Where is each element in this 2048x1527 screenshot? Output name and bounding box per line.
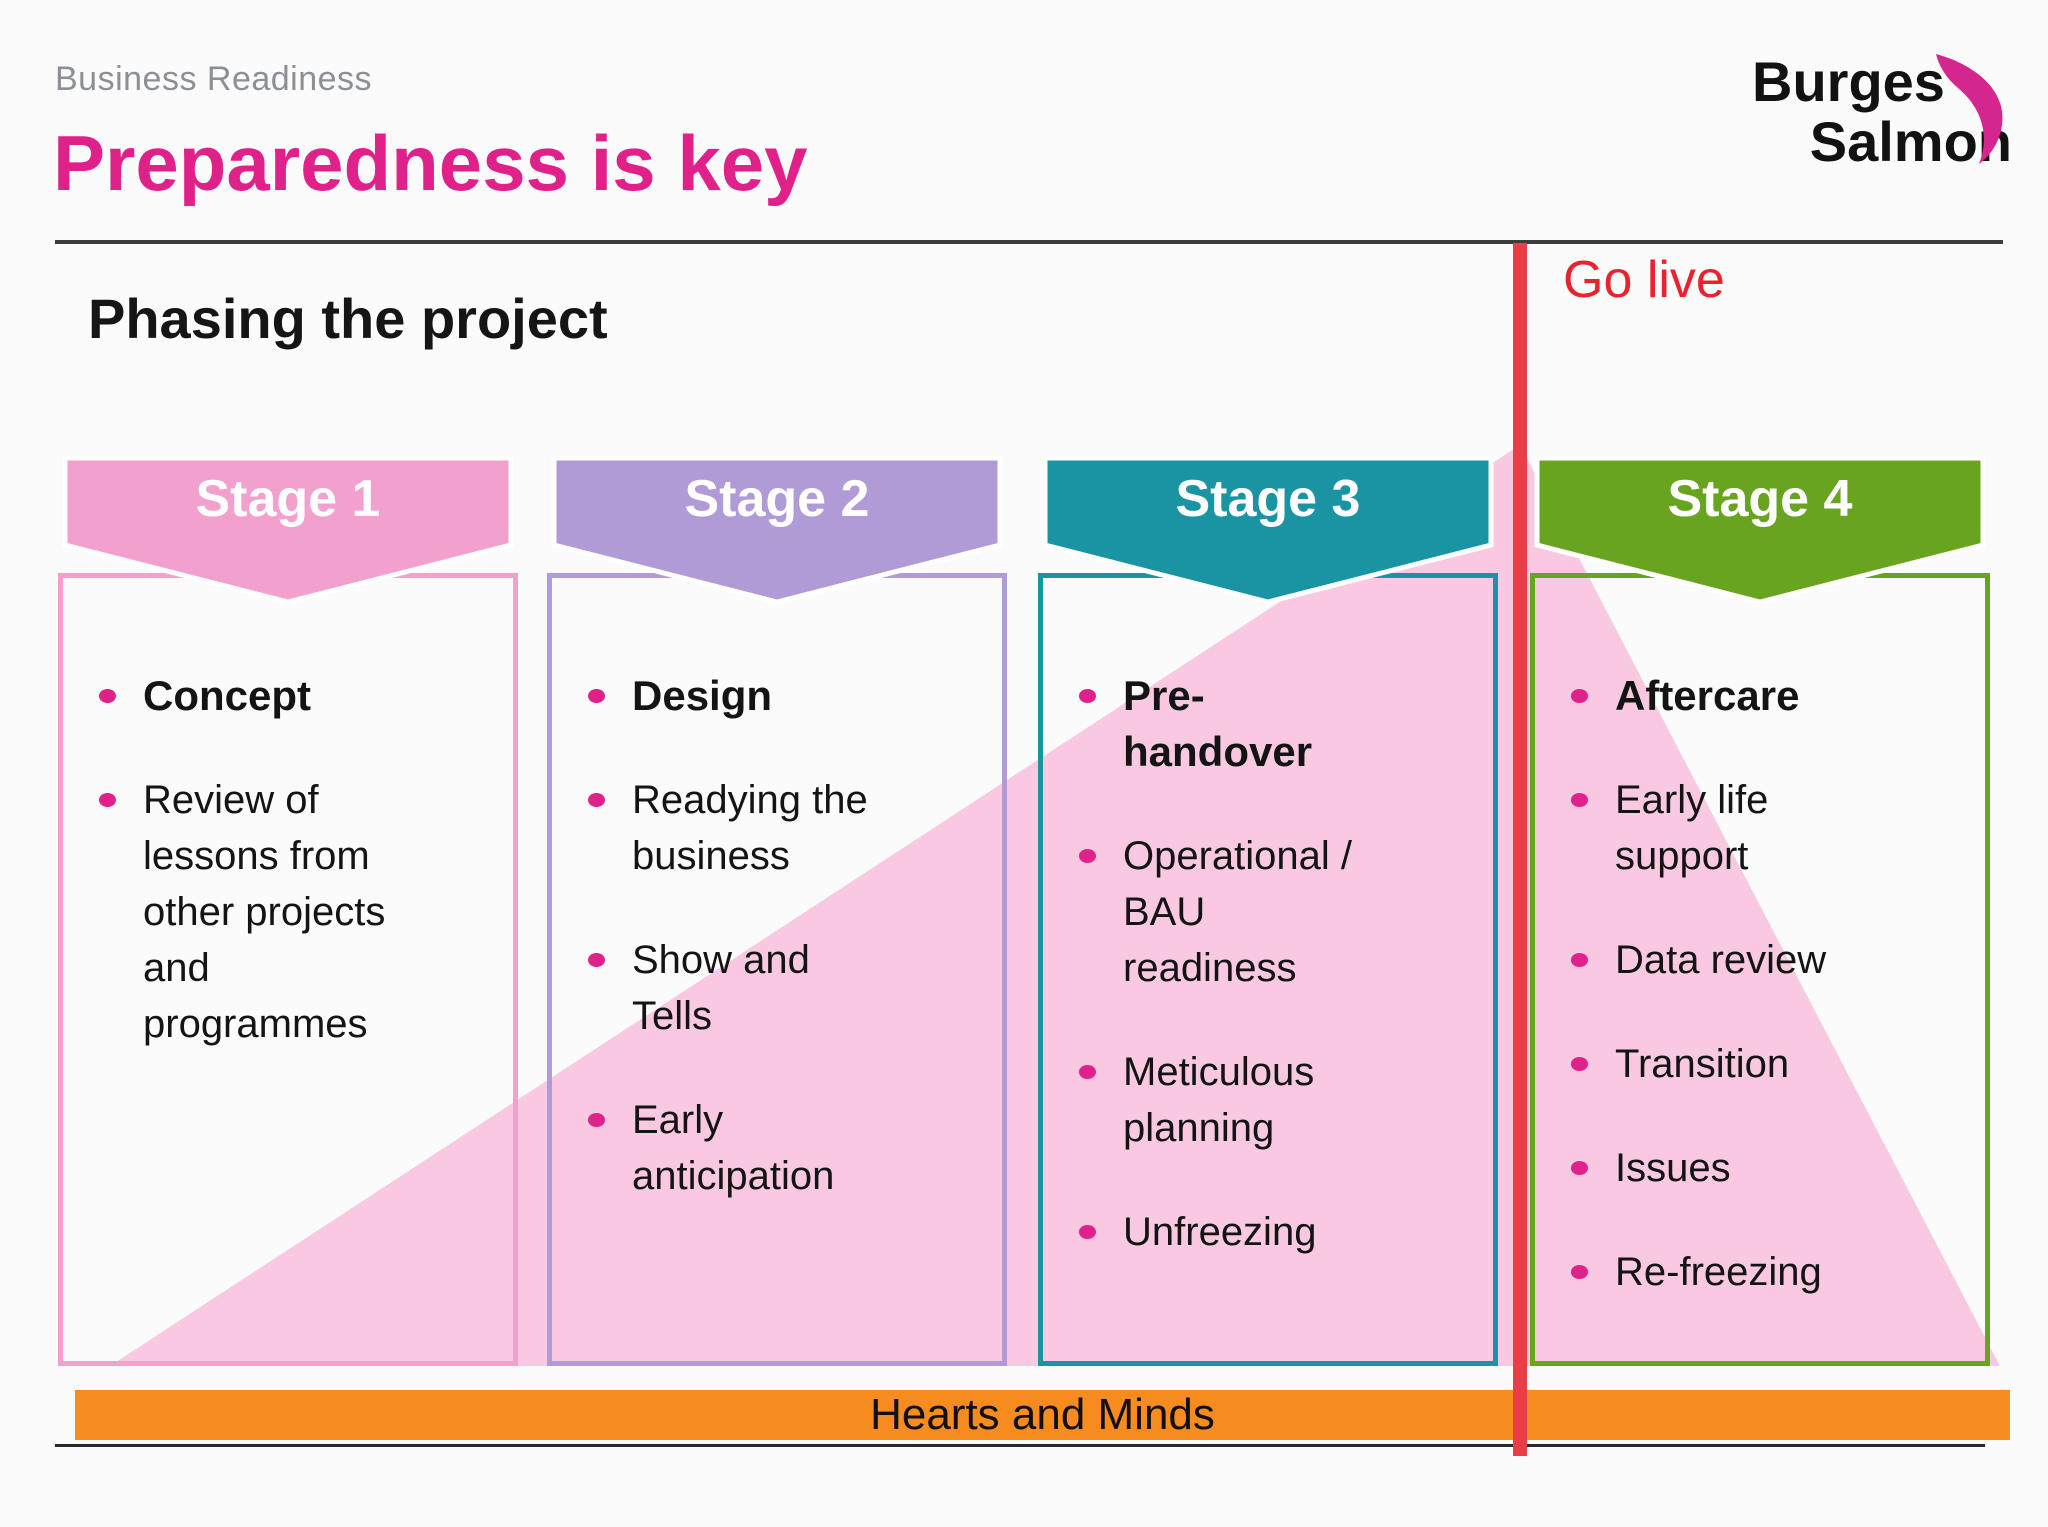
stage-bullet-item: Design — [588, 668, 990, 724]
logo-line2: Salmon — [1809, 110, 2012, 173]
bottom-rule — [55, 1444, 1985, 1447]
stage-bullet-item: Operational / BAU readiness — [1079, 828, 1481, 996]
stage-banner-shape — [551, 455, 1003, 605]
stage-bullet-item: Re-freezing — [1571, 1244, 1973, 1300]
go-live-label: Go live — [1563, 251, 1725, 309]
stage-bullet-item: Meticulous planning — [1079, 1044, 1481, 1156]
stage-banner-2: Stage 2 — [551, 455, 1003, 605]
burges-salmon-logo: Burges Salmon — [1752, 52, 2012, 212]
stage-bullet-item: Unfreezing — [1079, 1204, 1481, 1260]
kicker-text: Business Readiness — [55, 60, 373, 98]
stage-banner-shape — [1042, 455, 1494, 605]
hearts-and-minds-banner: Hearts and Minds — [75, 1390, 2010, 1440]
stage-bullet-item: Issues — [1571, 1140, 1973, 1196]
stage-banner-label: Stage 4 — [1667, 470, 1853, 528]
section-heading: Phasing the project — [88, 287, 608, 350]
hearts-and-minds-label: Hearts and Minds — [870, 1390, 1215, 1439]
stage-banner-label: Stage 3 — [1175, 470, 1361, 528]
stage-bullet-item: Early anticipation — [588, 1092, 990, 1204]
logo-line1: Burges — [1752, 50, 1945, 113]
stage-banner-label: Stage 1 — [195, 470, 381, 528]
stage-banner-shape — [62, 455, 514, 605]
stage-bullet-item: Aftercare — [1571, 668, 1973, 724]
go-live-line — [1513, 243, 1527, 1456]
stage-banner-1: Stage 1 — [62, 455, 514, 605]
stage-bullet-item: Review of lessons from other projects an… — [99, 772, 501, 1052]
stage-bullet-item: Transition — [1571, 1036, 1973, 1092]
stage-banner-shape — [1534, 455, 1986, 605]
stage-banner-3: Stage 3 — [1042, 455, 1494, 605]
stage-banner-label: Stage 2 — [684, 470, 870, 528]
stage-banner-4: Stage 4 — [1534, 455, 1986, 605]
stage-bullet-item: Readying the business — [588, 772, 990, 884]
page-title: Preparedness is key — [53, 119, 808, 207]
top-rule — [55, 240, 2003, 244]
stage-bullet-item: Pre- handover — [1079, 668, 1481, 780]
stage-bullet-item: Early life support — [1571, 772, 1973, 884]
stage-bullet-item: Show and Tells — [588, 932, 990, 1044]
stage-bullet-item: Concept — [99, 668, 501, 724]
salmon-swoosh-icon — [1936, 54, 2003, 164]
stage-bullet-item: Data review — [1571, 932, 1973, 988]
